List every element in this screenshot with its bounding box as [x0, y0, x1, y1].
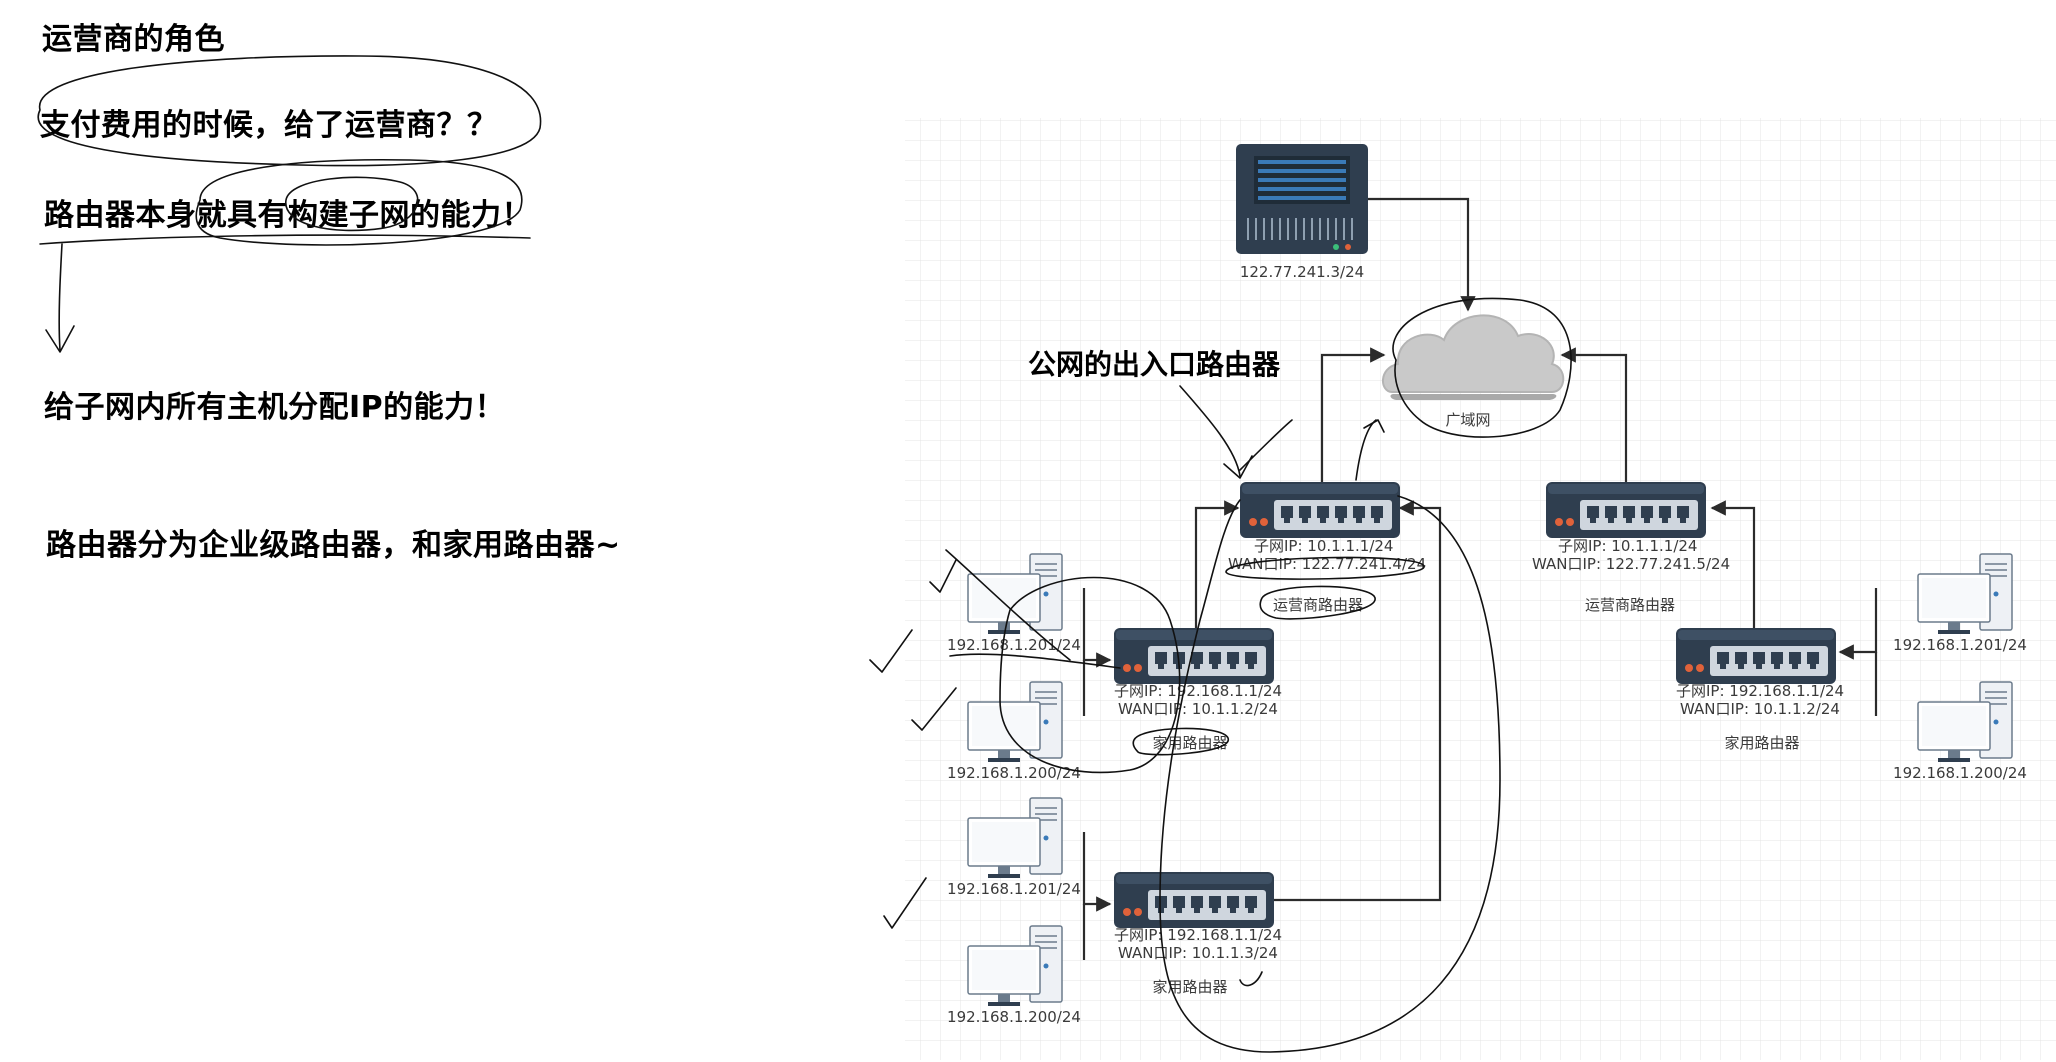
note-line-2: 路由器本身就具有构建子网的能力！: [44, 198, 532, 233]
diagram-heading: 公网的出入口路由器: [1028, 348, 1281, 381]
host-left-b2-ip: 192.168.1.200/24: [947, 1008, 1081, 1026]
host-left-a2: 192.168.1.200/24: [947, 681, 1081, 782]
host-left-b1-ip: 192.168.1.201/24: [947, 880, 1081, 898]
host-left-a2-ip: 192.168.1.200/24: [947, 764, 1081, 782]
host-left-b2: 192.168.1.200/24: [947, 925, 1081, 1026]
server-icon: [1236, 144, 1368, 254]
home-router-right-label: 家用路由器: [1724, 734, 1799, 752]
router-icon: [1114, 628, 1274, 684]
host-right-2: 192.168.1.200/24: [1893, 681, 2027, 782]
isp-router-right: 子网IP: 10.1.1.1/24 WAN口IP: 122.77.241.5/2…: [1532, 482, 1730, 614]
server: [1236, 144, 1368, 254]
note-title: 运营商的角色: [42, 22, 225, 57]
host-right-2-ip: 192.168.1.200/24: [1893, 764, 2027, 782]
home-router-right-subnet: 子网IP: 192.168.1.1/24: [1676, 682, 1844, 700]
cloud-icon: [1382, 314, 1565, 400]
home-router-right: 子网IP: 192.168.1.1/24 WAN口IP: 10.1.1.2/24…: [1676, 628, 1844, 752]
connections: [1082, 197, 1878, 960]
isp-router-right-wan: WAN口IP: 122.77.241.5/24: [1532, 555, 1730, 573]
note-line-3: 给子网内所有主机分配IP的能力！: [44, 390, 506, 425]
server-ip: 122.77.241.3/24: [1240, 263, 1364, 281]
isp-router-left-label: 运营商路由器: [1273, 596, 1363, 614]
ink-annotations: [37, 55, 1572, 1053]
note-line-4: 路由器分为企业级路由器，和家用路由器~: [46, 528, 621, 563]
host-right-1: 192.168.1.201/24: [1893, 553, 2027, 654]
home-router-low: 子网IP: 192.168.1.1/24 WAN口IP: 10.1.1.3/24…: [1114, 872, 1282, 996]
router-icon: [1114, 872, 1274, 928]
cloud-label: 广域网: [1445, 411, 1490, 429]
home-router-mid-label: 家用路由器: [1152, 734, 1227, 752]
router-icon: [1546, 482, 1706, 538]
home-router-low-subnet: 子网IP: 192.168.1.1/24: [1114, 926, 1282, 944]
home-router-mid-wan: WAN口IP: 10.1.1.2/24: [1118, 700, 1278, 718]
home-router-low-wan: WAN口IP: 10.1.1.3/24: [1118, 944, 1278, 962]
host-right-1-ip: 192.168.1.201/24: [1893, 636, 2027, 654]
router-icon: [1240, 482, 1400, 538]
isp-router-right-subnet: 子网IP: 10.1.1.1/24: [1558, 537, 1697, 555]
home-router-low-label: 家用路由器: [1152, 978, 1227, 996]
router-icon: [1676, 628, 1836, 684]
host-left-b1: 192.168.1.201/24: [947, 797, 1081, 898]
home-router-mid: 子网IP: 192.168.1.1/24 WAN口IP: 10.1.1.2/24…: [1114, 628, 1282, 752]
home-router-mid-subnet: 子网IP: 192.168.1.1/24: [1114, 682, 1282, 700]
isp-router-left-subnet: 子网IP: 10.1.1.1/24: [1254, 537, 1393, 555]
home-router-right-wan: WAN口IP: 10.1.1.2/24: [1680, 700, 1840, 718]
isp-router-right-label: 运营商路由器: [1585, 596, 1675, 614]
diagram-grid: [905, 118, 2056, 1060]
host-left-a1-ip: 192.168.1.201/24: [947, 636, 1081, 654]
note-line-1: 支付费用的时候，给了运营商？？: [40, 108, 498, 143]
